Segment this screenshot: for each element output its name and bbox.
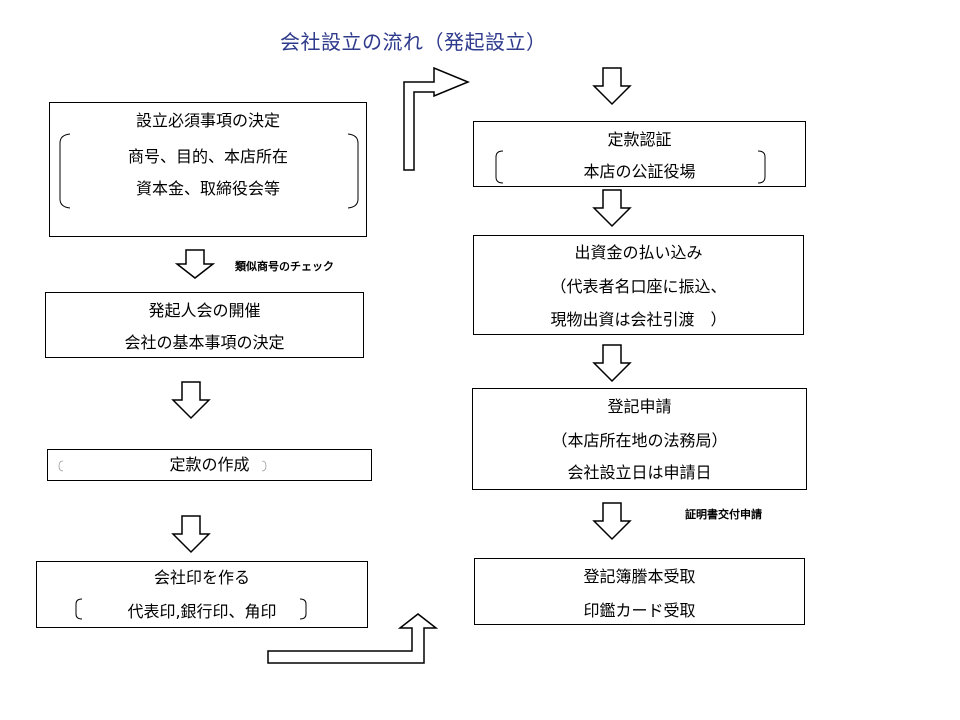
step-detail: 商号、目的、本店所在 [127, 147, 288, 166]
down-arrow-icon [171, 515, 211, 554]
down-arrow-icon [171, 381, 211, 420]
step-heading: 登記簿謄本受取 [583, 567, 696, 586]
bracket-right-icon [261, 460, 267, 472]
step-detail: 本店の公証役場 [583, 162, 696, 181]
down-arrow-icon [174, 249, 216, 279]
down-arrow-icon [592, 67, 632, 106]
bracket-right-icon [299, 598, 307, 620]
step-detail: 会社設立日は申請日 [567, 463, 712, 482]
step-box-articles: 定款の作成 [47, 449, 372, 481]
step-detail: 現物出資は会社引渡 ） [550, 310, 727, 329]
step-box-company-seal: 会社印を作る 代表印,銀行印、角印 [36, 561, 368, 628]
page-title: 会社設立の流れ（発起設立） [280, 30, 547, 54]
step-box-receive-documents: 登記簿謄本受取 印鑑カード受取 [474, 558, 805, 625]
step-heading: 出資金の払い込み [574, 243, 703, 262]
step-detail: 印鑑カード受取 [583, 601, 696, 620]
step-heading: 定款の作成 [169, 455, 250, 474]
step-heading: 登記申請 [607, 397, 672, 416]
certificate-request-note: 証明書交付申請 [685, 508, 762, 521]
bracket-right-icon [757, 150, 766, 184]
step-detail: （本店所在地の法務局） [551, 431, 728, 450]
step-heading: 会社印を作る [153, 568, 250, 587]
step-box-registration: 登記申請 （本店所在地の法務局） 会社設立日は申請日 [472, 388, 807, 490]
bent-arrow-icon [403, 66, 470, 171]
bracket-right-icon [347, 133, 359, 209]
bracket-left-icon [59, 133, 71, 209]
step-box-notarization: 定款認証 本店の公証役場 [473, 121, 806, 187]
step-detail: （代表者名口座に振込、 [550, 277, 727, 296]
step-box-promoters-meeting: 発起人会の開催 会社の基本事項の決定 [45, 292, 364, 358]
down-arrow-icon [592, 344, 632, 383]
down-arrow-icon [592, 189, 632, 228]
down-arrow-icon [592, 502, 632, 541]
bracket-left-icon [495, 150, 504, 184]
step-box-capital-payment: 出資金の払い込み （代表者名口座に振込、 現物出資は会社引渡 ） [473, 235, 804, 335]
step-detail: 代表印,銀行印、角印 [127, 602, 277, 621]
step-heading: 発起人会の開催 [148, 301, 261, 320]
step-heading: 定款認証 [607, 130, 672, 149]
bracket-left-icon [75, 598, 83, 620]
step-box-requirements: 設立必須事項の決定 商号、目的、本店所在 資本金、取締役会等 [49, 102, 367, 237]
similar-name-check-note: 類似商号のチェック [235, 260, 334, 273]
step-detail: 資本金、取締役会等 [135, 179, 280, 198]
bracket-left-icon [58, 460, 64, 472]
step-detail: 会社の基本事項の決定 [124, 333, 285, 352]
step-heading: 設立必須事項の決定 [135, 111, 280, 130]
